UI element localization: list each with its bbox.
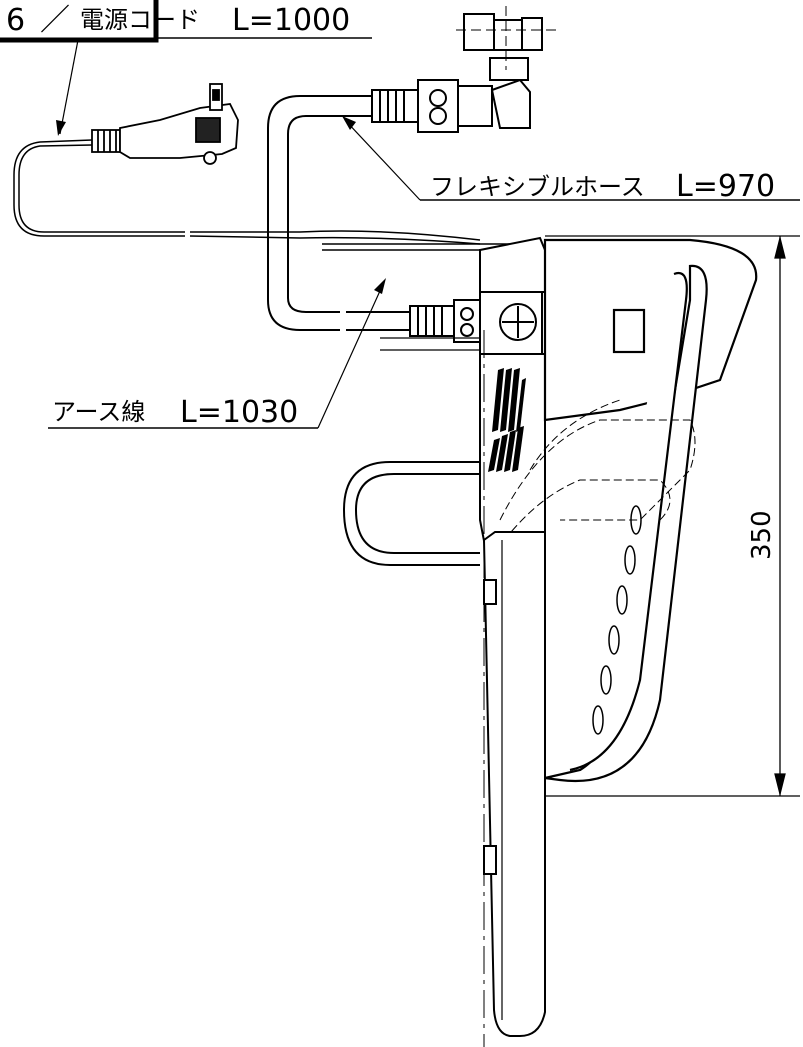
page-number: 6: [6, 3, 25, 38]
page-number-box: 6 ／: [0, 0, 159, 43]
power-cord-length: L=1000: [232, 3, 350, 38]
vent-slots: [488, 368, 526, 472]
page-slash: ／: [40, 3, 70, 38]
flex-hose-label: フレキシブルホース L=970: [342, 116, 800, 204]
earth-wire-label: アース線 L=1030: [48, 278, 386, 430]
earth-wire-length: L=1030: [180, 395, 298, 430]
earth-wire-text: アース線: [52, 398, 145, 426]
flex-hose-text: フレキシブルホース: [430, 173, 645, 201]
hose-fitting-top: [371, 6, 556, 133]
power-plug: [91, 83, 239, 165]
hose-fitting-lower: [380, 299, 481, 351]
power-cord-label: 電源コード L=1000: [56, 3, 372, 136]
power-cord: [13, 139, 481, 245]
height-dimension-value: 350: [747, 510, 777, 560]
side-handle: [342, 461, 480, 566]
lid-holes: [592, 505, 642, 735]
height-dimension: [545, 235, 800, 797]
flex-hose-length: L=970: [676, 169, 775, 204]
toilet-lid: [543, 238, 758, 783]
bowl-base: [482, 531, 546, 1037]
power-cord-text: 電源コード: [80, 6, 200, 34]
flexible-hose: [267, 95, 410, 331]
